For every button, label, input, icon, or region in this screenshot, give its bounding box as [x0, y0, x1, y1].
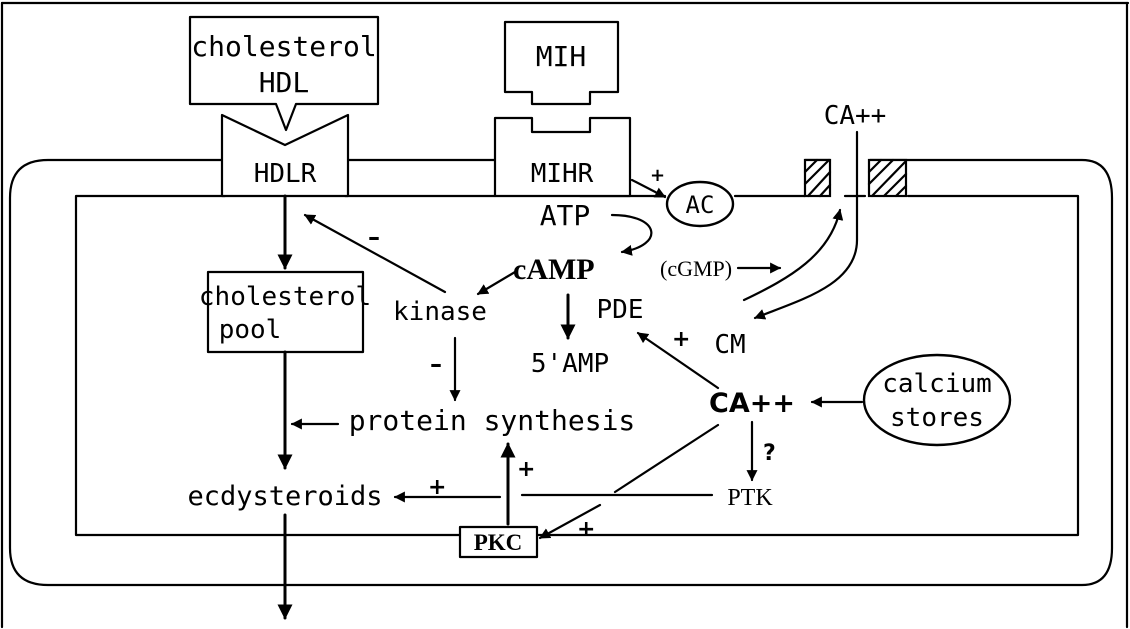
cholesterol-pool-label-2: pool — [219, 315, 282, 345]
membrane-channel-left — [803, 158, 832, 198]
hdlr-label: HDLR — [254, 159, 317, 189]
mihr-receptor — [493, 116, 632, 198]
cgmp-label: (cGMP) — [660, 256, 732, 281]
ptk-label: PTK — [727, 485, 773, 511]
cholesterol-pool-box — [206, 270, 365, 354]
cholesterol-hdl-label-1: cholesterol — [191, 30, 376, 63]
calcium-stores — [862, 353, 1012, 447]
mihr-label: MIHR — [531, 159, 594, 189]
sign-ptk-to-pkc: + — [577, 517, 595, 542]
cholesterol-hdl-box — [188, 15, 380, 132]
sign-kinase-to-hdlr: – — [368, 223, 380, 251]
mih-box — [503, 20, 620, 106]
5amp-label: 5'AMP — [531, 349, 609, 379]
sign-ca-to-pde: + — [672, 327, 690, 352]
membrane-channel-right — [867, 158, 908, 198]
camp-label: cAMP — [513, 253, 595, 286]
arrow-camp-to-kinase — [476, 270, 517, 296]
line-ca-to-pkc-junction — [613, 423, 720, 494]
ecdysteroids-label: ecdysteroids — [187, 481, 382, 512]
pkc-label: PKC — [474, 530, 523, 555]
sign-pkc-to-protein: + — [517, 457, 535, 482]
kinase-label: kinase — [393, 297, 487, 327]
cholesterol-hdl-label-2: HDL — [259, 66, 310, 99]
arrow-mihr-to-ac — [630, 178, 667, 199]
pde-label: PDE — [597, 295, 644, 325]
cholesterol-pool-label-1: cholesterol — [199, 282, 371, 312]
arrow-ptk-to-pkc — [538, 503, 602, 540]
ac-label: AC — [686, 191, 715, 219]
ac-enzyme — [665, 180, 735, 228]
cm-label: CM — [714, 330, 745, 360]
sign-ca-to-ptk: ? — [763, 441, 776, 466]
pkc-box — [458, 525, 539, 559]
sign-mihr-to-ac: + — [650, 165, 665, 186]
ca-intracellular-label: CA++ — [709, 388, 795, 419]
arrow-kinase-to-hdlr — [303, 213, 447, 294]
arrow-ca-influx — [753, 130, 859, 320]
arrow-atp-to-camp — [610, 213, 653, 256]
sign-pkc-to-ecdysteroids: + — [428, 475, 446, 500]
arrow-cm-to-cgmp — [742, 208, 844, 302]
calcium-stores-label-2: stores — [890, 403, 984, 433]
ca-extracellular-label: CA++ — [824, 101, 887, 131]
sign-kinase-to-protein: – — [430, 350, 442, 378]
arrow-ca-to-pde — [636, 331, 720, 390]
hdlr-receptor — [220, 113, 350, 198]
mih-label: MIH — [536, 40, 587, 73]
calcium-stores-label-1: calcium — [882, 369, 992, 399]
protein-synthesis-label: protein synthesis — [349, 404, 636, 437]
atp-label: ATP — [540, 199, 591, 232]
